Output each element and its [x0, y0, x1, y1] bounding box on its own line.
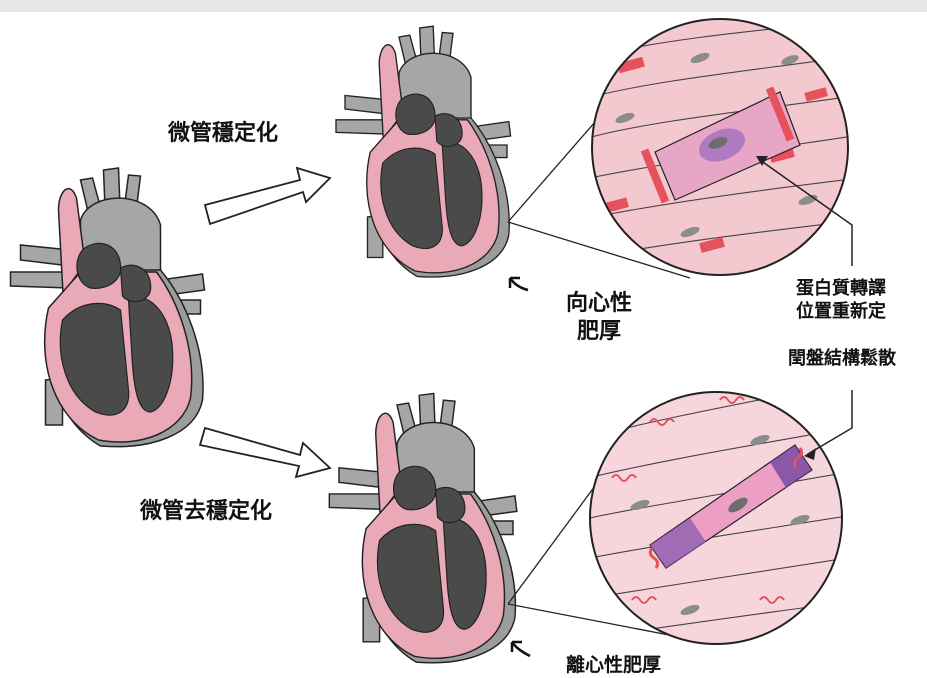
concentric-heart — [336, 26, 511, 277]
label-microtubule-destabilization: 微管去穩定化 — [140, 498, 272, 526]
label-concentric-hypertrophy: 向心性 肥厚 — [566, 290, 632, 345]
arrow-destabilization — [200, 428, 330, 477]
zoom-circle-bottom — [580, 380, 860, 644]
label-intercalated-disc: 閏盤結構鬆散 — [788, 348, 896, 371]
label-concentric-line1: 向心性 — [566, 290, 632, 318]
arrow-stabilization — [205, 168, 330, 224]
label-protein-line1: 蛋白質轉譯 — [796, 278, 886, 301]
curved-arrow-bottom-icon — [512, 642, 530, 656]
label-microtubule-stabilization: 微管穩定化 — [168, 120, 278, 148]
normal-heart — [11, 168, 205, 447]
eccentric-heart — [329, 393, 517, 662]
label-concentric-line2: 肥厚 — [566, 318, 632, 346]
label-eccentric-hypertrophy: 離心性肥厚 — [566, 654, 661, 678]
zoom-circle-top — [580, 19, 860, 275]
curved-arrow-top-icon — [510, 278, 528, 290]
label-protein-line2: 位置重新定 — [796, 301, 886, 324]
label-protein-relocalization: 蛋白質轉譯 位置重新定 — [796, 278, 886, 323]
